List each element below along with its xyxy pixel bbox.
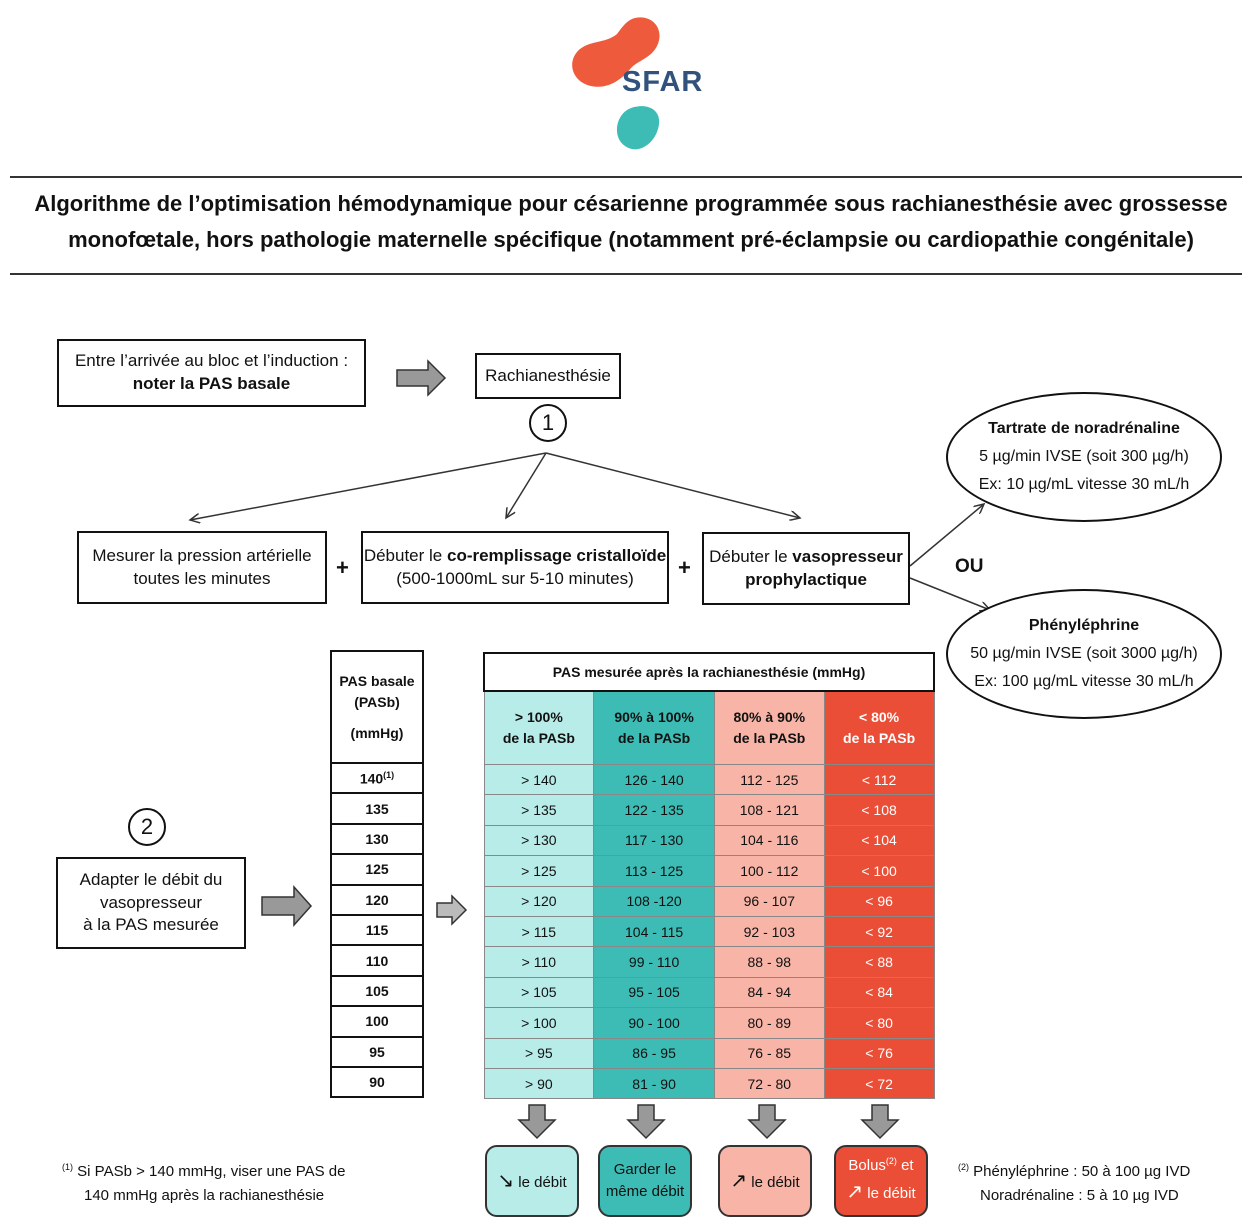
sfar-logo-text: SFAR: [622, 66, 704, 98]
box-arrival-bloc: Entre l’arrivée au bloc et l’induction :…: [57, 339, 366, 407]
outcome-bolus: Bolus(2) et ↗ le débit: [834, 1145, 928, 1217]
sfar-logo: SFAR: [565, 10, 710, 155]
arrow-to-measure: [190, 452, 547, 520]
divider-bottom: [10, 273, 1242, 275]
or-label: OU: [955, 556, 984, 577]
pas-mesuree-header: PAS mesurée après la rachianesthésie (mm…: [483, 652, 935, 692]
box-vasopresseur: Débuter le vasopresseur prophylactique: [702, 532, 910, 605]
plus-sign-1: +: [336, 555, 349, 580]
pas-basale-cell: 130: [330, 822, 424, 856]
arrow-to-vaso: [545, 452, 800, 518]
arrow-to-nora: [909, 504, 984, 567]
column-header: > 100%de la PASb: [483, 690, 595, 765]
down-arrow-2: [626, 1104, 666, 1140]
step-one-marker: 1: [529, 404, 567, 442]
arrow-to-coremp: [506, 452, 547, 518]
down-arrow-4: [860, 1104, 900, 1140]
pas-basale-cell: 105: [330, 974, 424, 1008]
outcome-decrease: ↘ le débit: [485, 1145, 579, 1217]
pas-basale-table: PAS basale (PASb) (mmHg) 140(1) 135 130 …: [330, 650, 424, 1099]
step-two-marker: 2: [128, 808, 166, 846]
pas-basale-header: PAS basale (PASb) (mmHg): [330, 650, 424, 764]
pas-basale-cell: 140(1): [330, 761, 424, 795]
plus-sign-2: +: [678, 555, 691, 580]
pas-basale-cell: 110: [330, 944, 424, 977]
arrow-up-right-icon: ↗: [730, 1170, 748, 1192]
column-header: 90% à 100%de la PASb: [593, 690, 715, 765]
arrow-down-right-icon: ↘: [497, 1170, 515, 1192]
footnote-1: (1) Si PASb > 140 mmHg, viser une PAS de…: [62, 1162, 346, 1204]
box-measure-pressure: Mesurer la pression artérielle toutes le…: [77, 531, 327, 604]
ellipse-noradrenaline: Tartrate de noradrénaline 5 µg/min IVSE …: [946, 392, 1222, 522]
page-title: Algorithme de l’optimisation hémodynamiq…: [34, 191, 1228, 252]
block-arrow-3: [436, 894, 468, 926]
column-header: < 80%de la PASb: [823, 690, 935, 765]
pas-basale-cell: 100: [330, 1005, 424, 1038]
footnote-2: (2) Phényléphrine : 50 à 100 µg IVD Nora…: [958, 1162, 1191, 1204]
arrow-to-phenyl: [909, 577, 990, 610]
pas-basale-cell: 135: [330, 792, 424, 825]
pas-mesuree-table: PAS mesurée après la rachianesthésie (mm…: [483, 652, 935, 1100]
pas-basale-cell: 120: [330, 883, 424, 916]
down-arrow-3: [747, 1104, 787, 1140]
pas-basale-cell: 95: [330, 1035, 424, 1068]
down-arrow-1: [517, 1104, 557, 1140]
block-arrow-1: [396, 359, 447, 397]
column-header: 80% à 90%de la PASb: [713, 690, 825, 765]
ellipse-phenylephrine: Phényléphrine 50 µg/min IVSE (soit 3000 …: [946, 589, 1222, 719]
pas-basale-cell: 90: [330, 1065, 424, 1099]
sfar-logo-graphic: [572, 17, 660, 150]
pas-basale-cell: 125: [330, 853, 424, 886]
outcome-increase: ↗ le débit: [718, 1145, 812, 1217]
box-coremplissage: Débuter le co-remplissage cristalloïde (…: [361, 531, 669, 604]
arrow-up-right-icon: ↗: [846, 1181, 864, 1204]
box-rachianesthesie: Rachianesthésie: [475, 353, 621, 399]
block-arrow-2: [261, 885, 313, 927]
box-adapt-flow: Adapter le débit du vasopresseur à la PA…: [56, 857, 246, 949]
outcome-keep: Garder le même débit: [598, 1145, 692, 1217]
pas-basale-cell: 115: [330, 913, 424, 947]
divider-top: [10, 176, 1242, 178]
